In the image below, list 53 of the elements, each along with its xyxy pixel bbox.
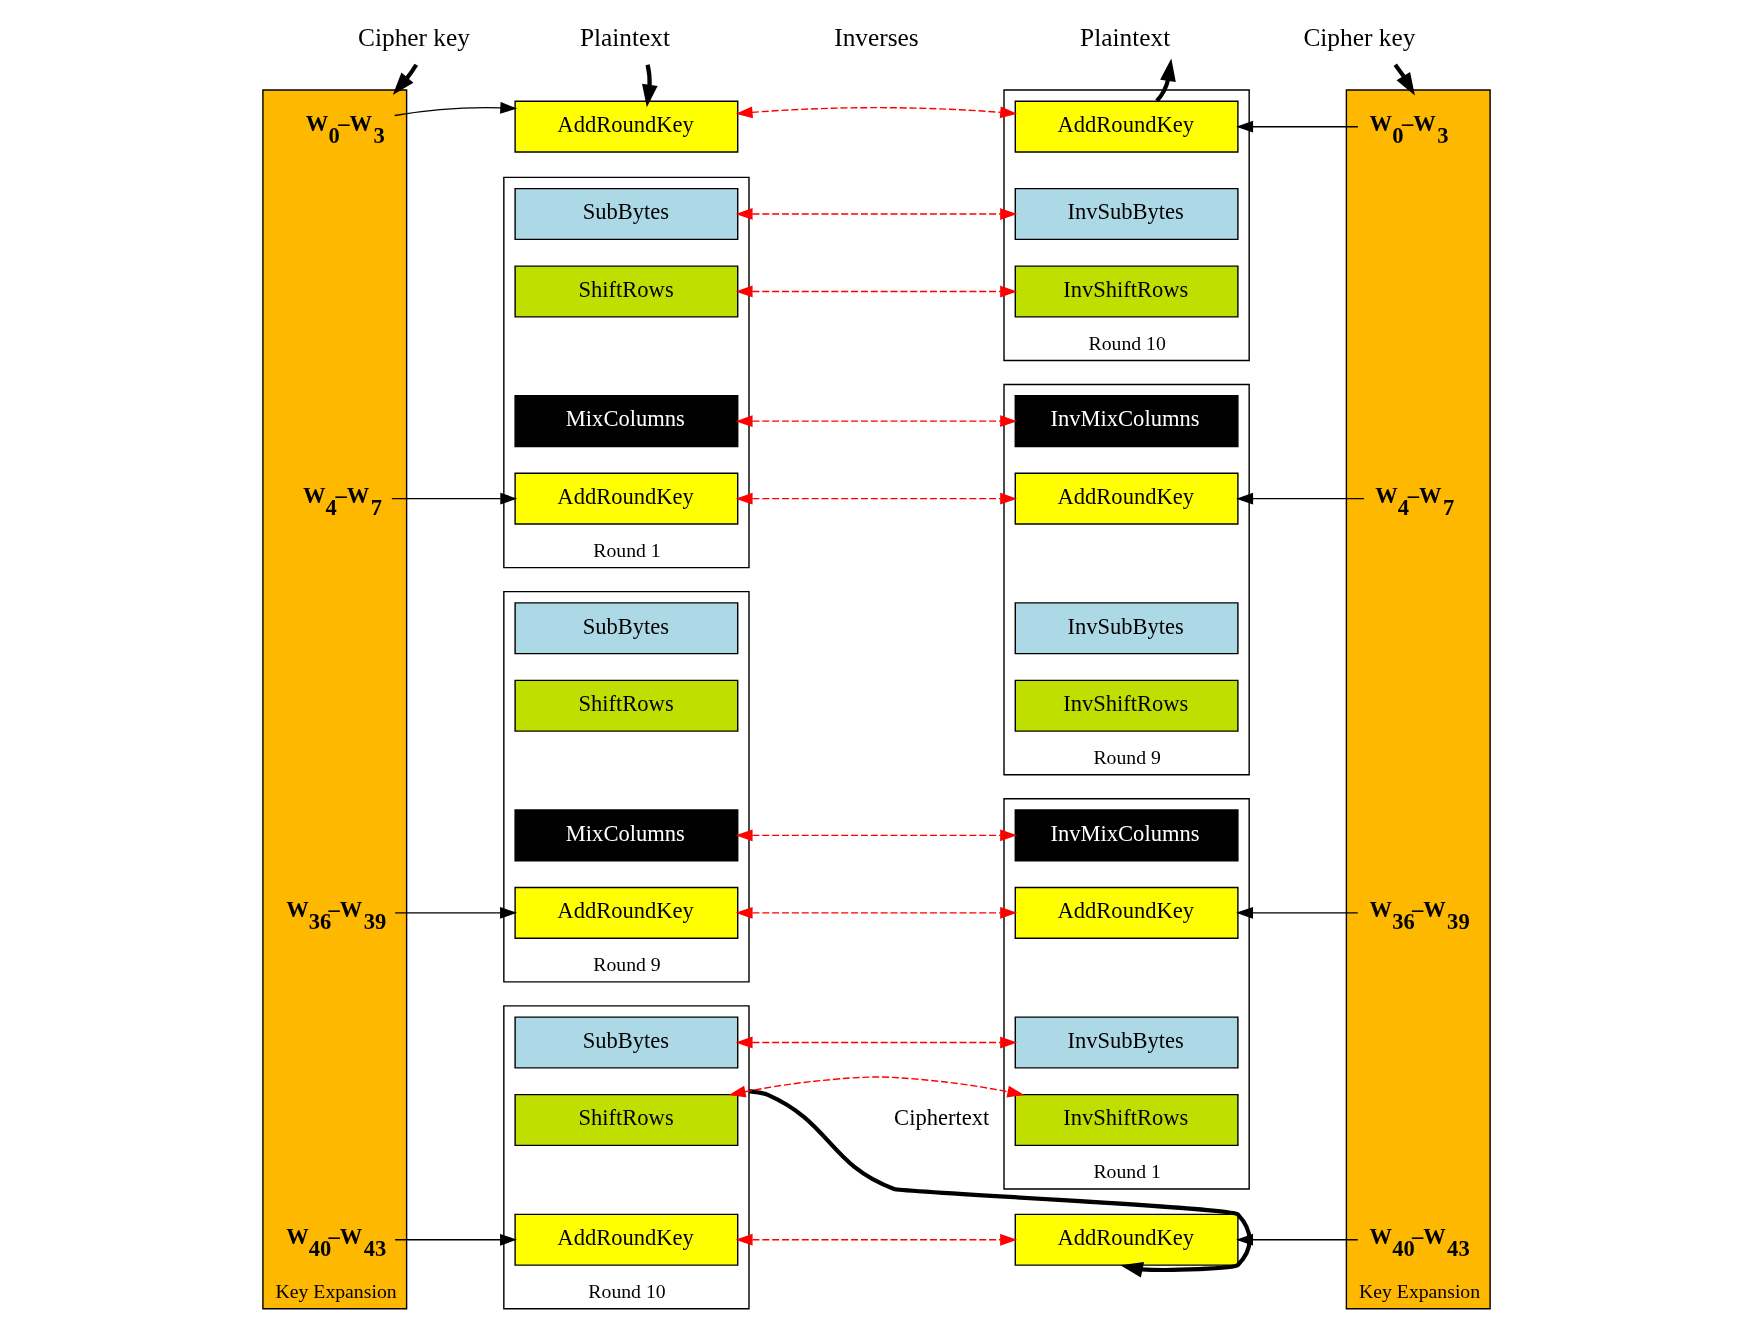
- arrow: [393, 101, 517, 117]
- arrow: [1235, 1233, 1358, 1246]
- node-box: InvMixColumns: [1014, 395, 1239, 448]
- node-box: InvSubBytes: [1014, 602, 1239, 655]
- label: Inverses: [833, 22, 919, 51]
- arrow: [1235, 906, 1358, 919]
- arrow: [393, 906, 517, 919]
- arrow: [735, 906, 1017, 919]
- node-box: InvShiftRows: [1014, 265, 1239, 318]
- node-box: AddRoundKey: [513, 886, 738, 939]
- arrow: [1235, 120, 1359, 133]
- node-box: SubBytes: [513, 187, 738, 241]
- node-box: SubBytes: [513, 1016, 738, 1069]
- node-box: InvShiftRows: [1014, 1093, 1239, 1147]
- arrow: [735, 1233, 1017, 1246]
- node-box: AddRoundKey: [1014, 472, 1239, 525]
- node-text: Cipher key: [357, 22, 470, 51]
- node-box: ShiftRows: [513, 679, 738, 732]
- node-box: AddRoundKey: [513, 1213, 738, 1266]
- node-box: AddRoundKey: [1014, 100, 1239, 153]
- arrow: [735, 415, 1017, 428]
- arrow: [728, 1076, 1024, 1098]
- node-box: AddRoundKey: [513, 472, 738, 525]
- arrow: [1393, 63, 1415, 96]
- node-box: InvSubBytes: [1014, 1016, 1239, 1069]
- arrow: [735, 285, 1017, 298]
- arrow: [390, 492, 517, 505]
- arrow: [393, 1233, 517, 1246]
- node-box: AddRoundKey: [513, 100, 738, 153]
- arrow: [392, 63, 418, 95]
- arrow: [1154, 58, 1176, 103]
- node-box: InvMixColumns: [1014, 809, 1239, 862]
- arrow: [641, 64, 658, 108]
- arrow: [735, 829, 1017, 842]
- node-text: Plaintext: [579, 22, 670, 51]
- arrow: [735, 1036, 1017, 1049]
- arrow: [1235, 492, 1365, 505]
- node-box: AddRoundKey: [1014, 886, 1239, 939]
- node-box: SubBytes: [513, 602, 738, 655]
- node-text: Plaintext: [1079, 22, 1170, 51]
- node-box: InvSubBytes: [1014, 187, 1239, 241]
- node-box: MixColumns: [513, 809, 738, 862]
- node-box: InvShiftRows: [1014, 679, 1239, 732]
- node-box: MixColumns: [513, 395, 738, 448]
- node-text: Cipher key: [1302, 22, 1415, 51]
- edge-label: Ciphertext: [893, 1105, 989, 1131]
- arrow: [735, 208, 1017, 220]
- node-box: ShiftRows: [513, 265, 738, 318]
- arrow: [748, 1089, 1251, 1278]
- node-box: ShiftRows: [513, 1093, 738, 1147]
- arrow: [735, 492, 1017, 505]
- node-box: AddRoundKey: [1014, 1213, 1239, 1266]
- arrow: [735, 106, 1017, 119]
